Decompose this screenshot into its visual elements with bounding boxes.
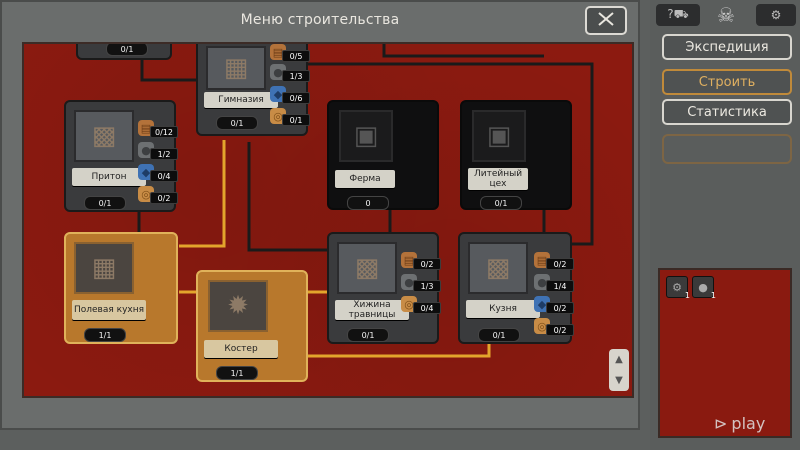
window-title: Меню строительства: [240, 12, 400, 28]
cost-stone: ●1/3: [401, 274, 441, 292]
cost-wood: ▤0/5: [270, 44, 310, 62]
connection-wires: [137, 44, 594, 358]
field-kitchen-image: ▦: [74, 242, 134, 294]
inventory-slot[interactable]: ⚙ 1: [666, 276, 690, 300]
skull-emblem-icon: ☠: [717, 3, 735, 27]
building-count: 0/1: [106, 44, 148, 56]
vk-play-watermark: ⊳ play: [714, 414, 766, 433]
building-tree-map[interactable]: 0/1 ▦ Гимназия 0/1 ▤0/5 ●1/3 ◆0/6 ◎0/1 ▩…: [22, 42, 634, 398]
cost-wood: ▤0/12: [138, 120, 178, 138]
cost-gem: ◆0/6: [270, 86, 310, 104]
scroll-buttons: ▲ ▼: [609, 349, 629, 391]
title-bar: Меню строительства: [0, 0, 640, 40]
building-card-foundry[interactable]: ▣ Литейный цех 0/1: [460, 100, 572, 210]
building-name: Притон: [72, 168, 146, 186]
building-count: 0: [347, 196, 389, 210]
foundry-image: ▣: [472, 110, 526, 162]
building-name: Хижина травницы: [335, 300, 409, 320]
building-count: 0/1: [347, 328, 389, 342]
scroll-down-button[interactable]: ▼: [615, 375, 623, 386]
building-card-farm[interactable]: ▣ Ферма 0: [327, 100, 439, 210]
cost-gem: ◆0/2: [534, 296, 574, 314]
inventory-slot[interactable]: ● 1: [692, 276, 716, 300]
forge-image: ▩: [468, 242, 528, 294]
side-panel: ?⛟ ☠ ⚙ Экспедиция Строить Статистика ⚙ 1…: [650, 0, 800, 450]
cost-wood: ▤0/2: [401, 252, 441, 270]
cost-stone: ●1/4: [534, 274, 574, 292]
gear-icon: ⚙: [770, 8, 782, 22]
building-card-den[interactable]: ▩ Притон 0/1 ▤0/12 ●1/2 ◆0/4 ◎0/2: [64, 100, 178, 212]
building-name: Гимназия: [204, 92, 278, 108]
play-logo-icon: ⊳: [714, 414, 728, 433]
top-icons: ?⛟ ☠ ⚙: [650, 0, 800, 30]
building-count: 0/1: [216, 116, 258, 130]
gym-image: ▦: [206, 46, 266, 90]
building-card-field-kitchen[interactable]: ▦ Полевая кухня 1/1: [64, 232, 178, 344]
den-image: ▩: [74, 110, 134, 162]
building-name: Костер: [204, 340, 278, 358]
farm-image: ▣: [339, 110, 393, 162]
building-name: Кузня: [466, 300, 540, 318]
building-count: 1/1: [216, 366, 258, 380]
cost-gem: ◆0/4: [138, 164, 178, 182]
scroll-up-button[interactable]: ▲: [615, 354, 623, 365]
cost-rope: ◎0/2: [138, 186, 178, 204]
building-card-gym[interactable]: ▦ Гимназия 0/1 ▤0/5 ●1/3 ◆0/6 ◎0/1: [196, 44, 310, 136]
building-count: 1/1: [84, 328, 126, 342]
cost-rope: ◎0/2: [534, 318, 574, 336]
gear-item-icon: ⚙: [672, 280, 682, 294]
building-card-herbalist[interactable]: ▩ Хижина травницы 0/1 ▤0/2 ●1/3 ◎0/4: [327, 232, 441, 344]
settings-button[interactable]: ⚙: [756, 4, 796, 26]
build-button[interactable]: Строить: [662, 69, 792, 95]
question-caravan-icon: ?⛟: [667, 7, 689, 21]
stone-item-icon: ●: [698, 280, 708, 294]
crossed-swords-icon: [596, 11, 616, 31]
hint-button[interactable]: ?⛟: [656, 4, 700, 26]
building-name: Литейный цех: [468, 168, 528, 190]
cost-wood: ▤0/2: [534, 252, 574, 270]
bonfire-image: ✹: [208, 280, 268, 332]
building-card-forge[interactable]: ▩ Кузня 0/1 ▤0/2 ●1/4 ◆0/2 ◎0/2: [458, 232, 574, 344]
building-name: Полевая кухня: [72, 300, 146, 320]
close-button[interactable]: [585, 6, 627, 35]
cost-stone: ●1/3: [270, 64, 310, 82]
stats-button[interactable]: Статистика: [662, 99, 792, 125]
building-count: 0/1: [480, 196, 522, 210]
empty-slot-frame: [662, 134, 792, 164]
cost-stone: ●1/2: [138, 142, 178, 160]
build-menu-window: Меню строительства: [0, 0, 640, 430]
herbalist-image: ▩: [337, 242, 397, 294]
cost-rope: ◎0/4: [401, 296, 441, 314]
building-name: Ферма: [335, 170, 395, 188]
cost-rope: ◎0/1: [270, 108, 310, 126]
building-card-top-left[interactable]: 0/1: [76, 44, 172, 60]
building-count: 0/1: [84, 196, 126, 210]
building-count: 0/1: [478, 328, 520, 342]
inventory-panel[interactable]: ⚙ 1 ● 1: [658, 268, 792, 438]
expedition-button[interactable]: Экспедиция: [662, 34, 792, 60]
building-card-bonfire[interactable]: ✹ Костер 1/1: [196, 270, 308, 382]
